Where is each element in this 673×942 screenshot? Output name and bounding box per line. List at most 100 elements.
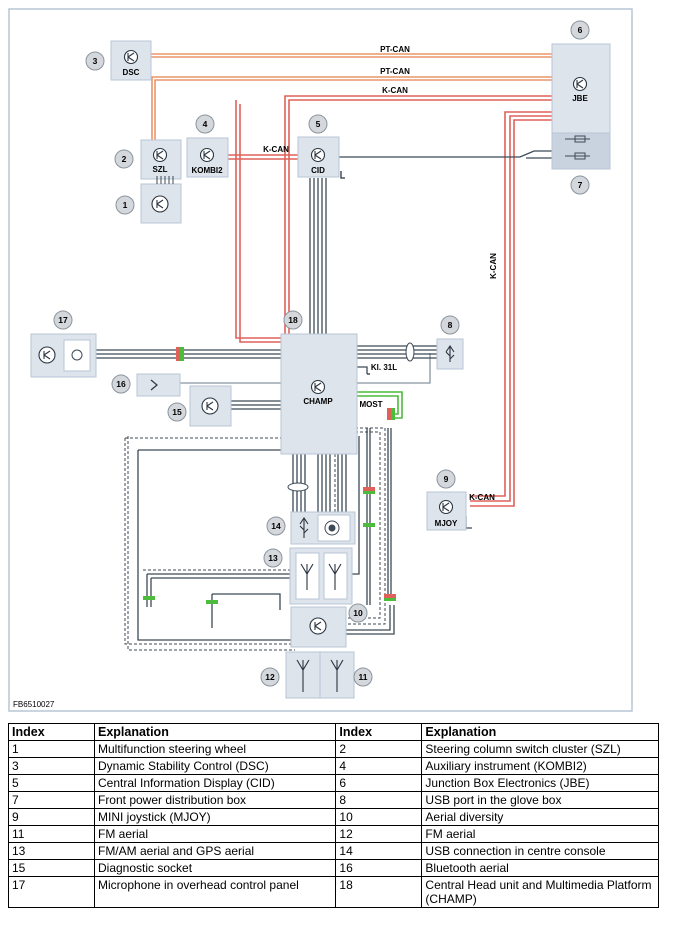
legend-cell: 9 xyxy=(8,808,95,826)
svg-text:18: 18 xyxy=(288,315,298,325)
bus-label-k-can-top: K-CAN xyxy=(382,86,408,95)
legend-cell: 14 xyxy=(335,842,423,860)
ecu-icon xyxy=(310,379,326,395)
svg-text:8: 8 xyxy=(448,320,453,330)
legend-cell: 13 xyxy=(8,842,95,860)
component-label-champ: CHAMP xyxy=(303,397,333,406)
legend-cell: FM aerial xyxy=(421,825,659,843)
wiring-diagram: DSC SZL KOMBI2 CID JBE CHAMP MJOY PT-CAN… xyxy=(8,8,633,712)
callout-7: 7 xyxy=(570,175,590,195)
callout-12: 12 xyxy=(260,667,280,687)
callout-1: 1 xyxy=(115,195,135,215)
legend-cell: Multifunction steering wheel xyxy=(93,740,337,758)
ecu-icon xyxy=(151,195,169,213)
ecu-icon xyxy=(38,346,56,364)
legend-header-explanation: Explanation xyxy=(93,723,337,741)
ecu-icon xyxy=(310,147,326,163)
box-jbe-fuse xyxy=(551,132,611,170)
legend-cell: Auxiliary instrument (KOMBI2) xyxy=(421,757,659,775)
component-label-mjoy: MJOY xyxy=(435,519,458,528)
signal-wires xyxy=(96,150,552,662)
legend-header-index: Index xyxy=(335,723,423,741)
svg-text:12: 12 xyxy=(265,672,275,682)
callout-10: 10 xyxy=(348,603,368,623)
svg-text:13: 13 xyxy=(268,553,278,563)
legend-cell: Junction Box Electronics (JBE) xyxy=(421,774,659,792)
svg-text:2: 2 xyxy=(122,154,127,164)
callout-13: 13 xyxy=(263,548,283,568)
legend-cell: USB port in the glove box xyxy=(421,791,659,809)
legend-cell: FM/AM aerial and GPS aerial xyxy=(93,842,337,860)
legend-cell: 11 xyxy=(8,825,95,843)
legend-cell: Front power distribution box xyxy=(93,791,337,809)
legend-cell: FM aerial xyxy=(93,825,337,843)
wire-connectors xyxy=(143,342,415,604)
legend-cell: 17 xyxy=(8,876,95,908)
callout-11: 11 xyxy=(353,667,373,687)
legend-cell: 7 xyxy=(8,791,95,809)
ecu-icon xyxy=(438,499,454,515)
svg-text:3: 3 xyxy=(93,56,98,66)
component-label-jbe: JBE xyxy=(572,94,588,103)
legend-cell: 15 xyxy=(8,859,95,877)
legend-cell: Central Information Display (CID) xyxy=(93,774,337,792)
bluetooth-icon xyxy=(150,379,158,391)
svg-text:6: 6 xyxy=(578,25,583,35)
bus-label-kl31l: Kl. 31L xyxy=(371,363,397,372)
usb-icon xyxy=(299,345,455,538)
legend-cell: 8 xyxy=(335,791,423,809)
callout-16: 16 xyxy=(111,374,131,394)
callout-15: 15 xyxy=(167,402,187,422)
legend-cell: Steering column switch cluster (SZL) xyxy=(421,740,659,758)
ground-icon xyxy=(340,171,370,375)
svg-text:5: 5 xyxy=(316,119,321,129)
ecu-icon xyxy=(152,147,168,163)
bus-label-pt-can-2: PT-CAN xyxy=(380,67,410,76)
aerial-icon xyxy=(296,563,344,692)
svg-text:4: 4 xyxy=(203,119,208,129)
legend-cell: 10 xyxy=(335,808,423,826)
legend-cell: Microphone in overhead control panel xyxy=(93,876,337,908)
legend-cell: 18 xyxy=(335,876,423,908)
legend-cell: 4 xyxy=(335,757,423,775)
legend-cell: 1 xyxy=(8,740,95,758)
ecu-icon xyxy=(199,147,215,163)
callout-9: 9 xyxy=(436,469,456,489)
ecu-icon xyxy=(201,397,219,415)
svg-text:1: 1 xyxy=(123,200,128,210)
callout-17: 17 xyxy=(53,310,73,330)
legend-cell: 2 xyxy=(335,740,423,758)
svg-text:17: 17 xyxy=(58,315,68,325)
svg-text:11: 11 xyxy=(359,672,368,682)
component-label-kombi2: KOMBI2 xyxy=(191,166,223,175)
legend-cell: 12 xyxy=(335,825,423,843)
ecu-icon xyxy=(572,76,588,92)
svg-text:15: 15 xyxy=(172,407,182,417)
ecu-symbols xyxy=(38,49,588,635)
svg-text:10: 10 xyxy=(353,608,363,618)
k-can-bus xyxy=(228,95,552,507)
callout-8: 8 xyxy=(440,315,460,335)
legend-header-row: Index Explanation Index Explanation xyxy=(8,723,659,741)
legend-header-explanation: Explanation xyxy=(421,723,659,741)
legend-cell: Aerial diversity xyxy=(421,808,659,826)
callout-6: 6 xyxy=(570,20,590,40)
shield-wires xyxy=(124,427,386,651)
bus-label-k-can-mjoy: K-CAN xyxy=(469,493,495,502)
legend-cell: Bluetooth aerial xyxy=(421,859,659,877)
box-bluetooth xyxy=(136,373,181,397)
callout-5: 5 xyxy=(308,114,328,134)
legend-cell: 16 xyxy=(335,859,423,877)
legend-cell: USB connection in centre console xyxy=(421,842,659,860)
callout-14: 14 xyxy=(266,516,286,536)
callout-4: 4 xyxy=(195,114,215,134)
legend-header-index: Index xyxy=(8,723,95,741)
svg-text:14: 14 xyxy=(271,521,281,531)
